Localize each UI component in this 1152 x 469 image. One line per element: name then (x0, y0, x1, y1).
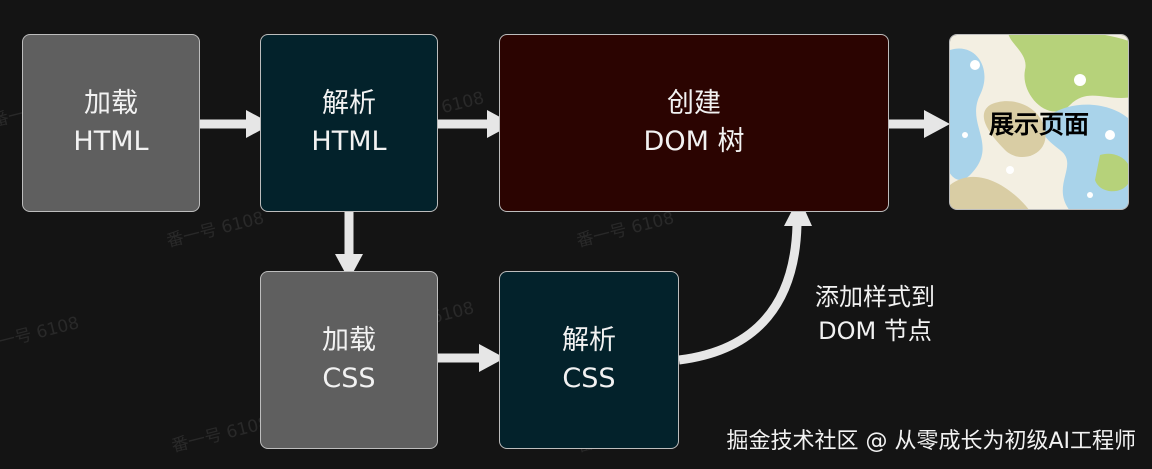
node-create-dom-line2: DOM 树 (643, 126, 745, 157)
edge-label-apply-styles: 添加样式到 DOM 节点 (795, 280, 955, 348)
arrow-parse-css-to-create-dom (678, 224, 802, 365)
node-parse-css-line2: CSS (562, 363, 616, 394)
node-create-dom-line1: 创建 (667, 88, 721, 119)
node-load-html-line1: 加载 (84, 88, 138, 119)
edge-label-line2: DOM 节点 (818, 317, 932, 345)
node-load-html-line2: HTML (73, 126, 149, 157)
node-parse-css: 解析 CSS (499, 271, 679, 449)
node-parse-html-line2: HTML (311, 126, 387, 157)
node-parse-html-line1: 解析 (322, 88, 376, 119)
node-load-css: 加载 CSS (260, 271, 438, 449)
node-parse-css-line1: 解析 (562, 325, 616, 356)
source-credit: 掘金技术社区 @ 从零成长为初级AI工程师 (726, 429, 1136, 454)
node-show-page: 展示页面 (949, 34, 1129, 210)
rendered-page-pattern-image (950, 35, 1128, 209)
node-parse-html: 解析 HTML (260, 34, 438, 212)
node-load-css-line1: 加载 (322, 325, 376, 356)
node-show-page-label: 展示页面 (988, 110, 1089, 139)
edge-label-line1: 添加样式到 (815, 283, 935, 311)
node-create-dom: 创建 DOM 树 (499, 34, 889, 212)
node-load-html: 加载 HTML (22, 34, 200, 212)
node-load-css-line2: CSS (322, 363, 376, 394)
